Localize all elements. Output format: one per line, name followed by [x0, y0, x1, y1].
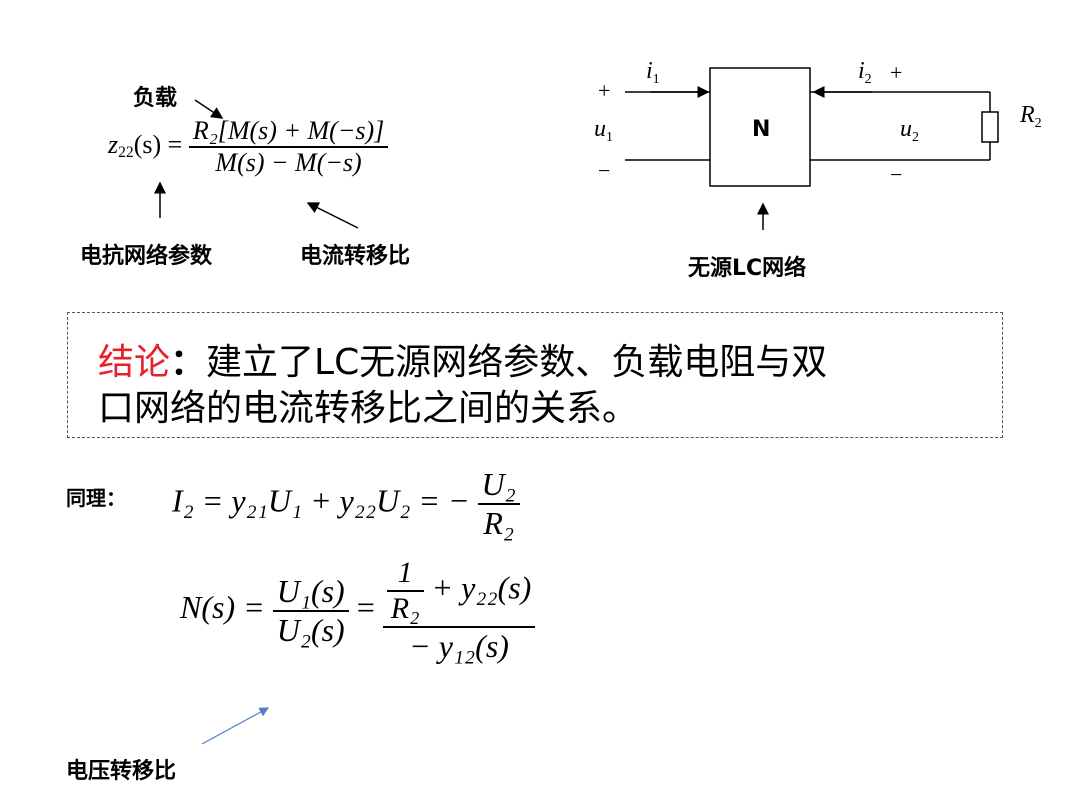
z22-fraction: R₂[M(s) + M(−s)] M(s) − M(−s) [188, 116, 389, 178]
z22-formula: z22(s) = R₂[M(s) + M(−s)] M(s) − M(−s) [108, 116, 389, 178]
r2-label: R2 [1019, 102, 1042, 131]
ns-inner-fraction: 1 R₂ [386, 556, 424, 626]
minus-right: − [890, 162, 902, 187]
i2-eq-denominator: R₂ [483, 505, 514, 541]
ns-fraction-1: U₁(s) U₂(s) [272, 573, 349, 649]
box-label: N [752, 117, 770, 142]
load-resistor [981, 111, 999, 143]
i2-equation: I₂ = y₂₁U₁ + y₂₂U₂ = − U₂ R₂ [172, 466, 520, 542]
i1-label: i1 [646, 58, 660, 87]
conclusion-line-1: 结论：建立了LC无源网络参数、负载电阻与双 [98, 333, 827, 385]
i2-eq-lhs: I₂ = y₂₁U₁ + y₂₂U₂ = − [172, 482, 470, 519]
ns-f1-denominator: U₂(s) [276, 611, 345, 648]
i2-eq-numerator: U₂ [477, 466, 520, 505]
voltage-ratio-arrow [201, 707, 270, 745]
load-arrow [194, 99, 224, 119]
annotation-arrows [154, 99, 359, 229]
z22-denominator: M(s) − M(−s) [215, 148, 362, 177]
circuit-caption: 无源LC网络 [688, 256, 807, 281]
ns-equals: = [356, 588, 375, 625]
conclusion-line1-text: 建立了LC无源网络参数、负载电阻与双 [206, 342, 828, 383]
label-similarly: 同理： [66, 486, 126, 510]
z22-numerator: R₂[M(s) + M(−s)] [188, 116, 389, 148]
plus-left: + [598, 78, 610, 103]
label-voltage-ratio: 电压转移比 [66, 759, 177, 784]
ns-f1-numerator: U₁(s) [272, 573, 349, 612]
label-reactance-params: 电抗网络参数 [80, 244, 213, 269]
plus-right: + [890, 60, 902, 85]
ns-equation: N(s) = U₁(s) U₂(s) = 1 R₂ + y₂₂(s) − y₁₂… [180, 556, 536, 665]
ns-f2-numerator: 1 R₂ + y₂₂(s) [382, 556, 536, 628]
u2-label: u2 [900, 116, 919, 145]
ns-inner-numerator: 1 [386, 556, 424, 592]
z22-lhs: z22(s) = [108, 129, 183, 161]
ns-f2-denominator: − y₁₂(s) [409, 628, 509, 664]
i2-label: i2 [858, 58, 872, 87]
conclusion-box: 结论：建立了LC无源网络参数、负载电阻与双 口网络的电流转移比之间的关系。 [67, 312, 1003, 438]
circuit-diagram: + − u1 i1 i2 + u2 − R2 N [594, 58, 1042, 230]
ns-num-tail: + y₂₂(s) [431, 569, 532, 606]
current-ratio-arrow [306, 202, 359, 229]
ns-inner-denominator: R₂ [390, 592, 420, 625]
label-current-ratio: 电流转移比 [300, 244, 411, 269]
label-load: 负载 [133, 86, 178, 111]
i2-eq-fraction: U₂ R₂ [477, 466, 520, 542]
conclusion-keyword: 结论 [98, 342, 171, 383]
minus-left: − [598, 158, 610, 183]
ns-lhs: N(s) = [180, 588, 265, 625]
two-port-box [709, 67, 811, 187]
ns-fraction-2: 1 R₂ + y₂₂(s) − y₁₂(s) [382, 556, 536, 665]
conclusion-colon: ： [170, 342, 207, 383]
u1-label: u1 [594, 116, 613, 145]
conclusion-line-2: 口网络的电流转移比之间的关系。 [98, 388, 639, 429]
